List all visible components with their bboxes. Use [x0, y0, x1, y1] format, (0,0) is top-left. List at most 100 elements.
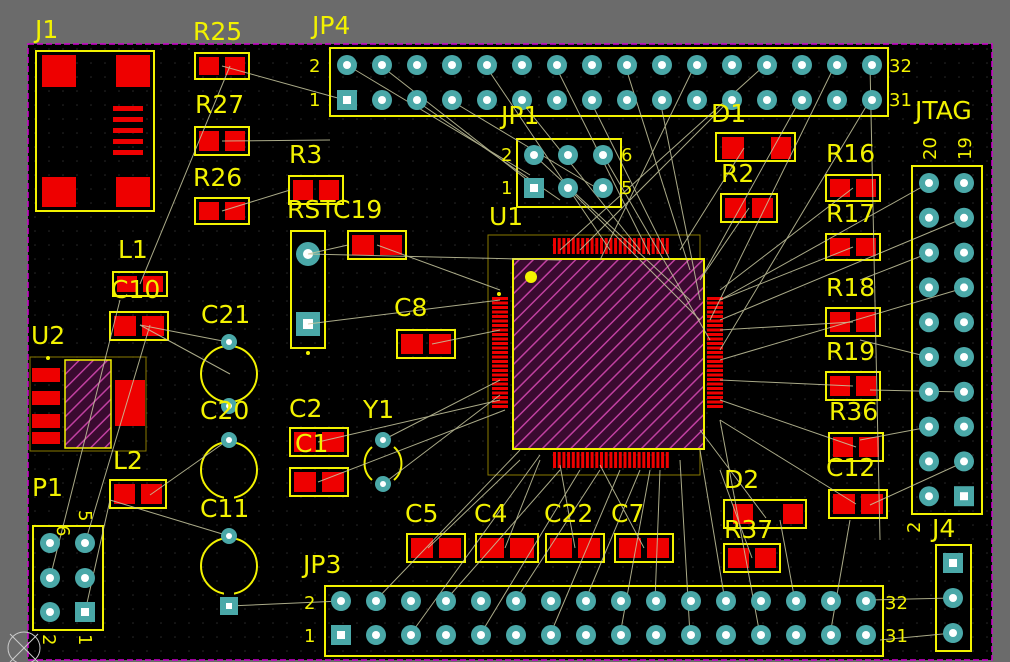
jp3-pad[interactable] — [821, 591, 841, 611]
r17-resistor[interactable] — [825, 233, 881, 261]
p1-pad[interactable] — [40, 602, 60, 622]
c19-capacitor[interactable] — [347, 230, 407, 260]
jp3-pad[interactable] — [751, 591, 771, 611]
jp1-pad[interactable] — [593, 178, 613, 198]
jp4-pad[interactable] — [862, 55, 882, 75]
th-small-pad[interactable] — [221, 334, 237, 350]
u1-qfp-chip[interactable] — [487, 234, 723, 476]
jp3-pad[interactable] — [366, 625, 386, 645]
jp4-pad[interactable] — [617, 90, 637, 110]
th-small-pad[interactable] — [221, 398, 237, 414]
jp4-pad[interactable] — [827, 55, 847, 75]
jp4-pad[interactable] — [372, 55, 392, 75]
jp4-pad[interactable] — [442, 90, 462, 110]
jtag-pad[interactable] — [919, 347, 939, 367]
jp3-pad[interactable] — [646, 591, 666, 611]
p1-pad[interactable] — [75, 533, 95, 553]
jp4-pad[interactable] — [757, 55, 777, 75]
p1-pad[interactable] — [40, 568, 60, 588]
jp3-pad[interactable] — [856, 591, 876, 611]
jp3-pad[interactable] — [436, 591, 456, 611]
jtag-pad[interactable] — [919, 381, 939, 402]
jtag-pad[interactable] — [954, 173, 974, 193]
c5-capacitor[interactable] — [406, 533, 466, 563]
r3-resistor[interactable] — [288, 175, 344, 205]
jp3-pad[interactable] — [401, 625, 421, 645]
c11-square-pad[interactable] — [220, 597, 238, 615]
jp4-pad[interactable] — [337, 55, 357, 75]
jp1-pad-1[interactable] — [524, 178, 544, 198]
th-small-pad[interactable] — [375, 432, 391, 448]
jtag-pad[interactable] — [954, 242, 974, 263]
jp4-pad[interactable] — [792, 55, 812, 75]
jtag-pad[interactable] — [954, 451, 974, 472]
jtag-pad[interactable] — [954, 277, 974, 298]
p1-pad-1[interactable] — [75, 602, 95, 622]
jp4-pad[interactable] — [582, 55, 602, 75]
jp4-pad[interactable] — [547, 90, 567, 110]
jp3-pad[interactable] — [331, 591, 351, 611]
jp1-pad[interactable] — [593, 145, 613, 165]
jp3-pad[interactable] — [436, 625, 456, 645]
r18-resistor[interactable] — [825, 307, 881, 337]
p1-pad[interactable] — [40, 533, 60, 553]
jp4-pad[interactable] — [407, 90, 427, 110]
jp4-pad[interactable] — [722, 90, 742, 110]
c7-capacitor[interactable] — [614, 533, 674, 563]
jp3-pad[interactable] — [401, 591, 421, 611]
jp4-pad[interactable] — [372, 90, 392, 110]
jp3-pad[interactable] — [716, 625, 736, 645]
jtag-pad[interactable] — [919, 173, 939, 193]
jtag-pad[interactable] — [919, 277, 939, 298]
jp4-pad[interactable] — [792, 90, 812, 110]
jp3-pad[interactable] — [541, 591, 561, 611]
jp4-pad[interactable] — [582, 90, 602, 110]
jtag-pad[interactable] — [919, 416, 939, 437]
u2-regulator[interactable] — [29, 356, 147, 452]
c22-capacitor[interactable] — [545, 533, 605, 563]
jp4-pad[interactable] — [687, 90, 707, 110]
j4-pad[interactable] — [943, 623, 963, 643]
jp3-pad[interactable] — [611, 625, 631, 645]
jp4-pad[interactable] — [442, 55, 462, 75]
jp3-pad-1[interactable] — [331, 625, 351, 645]
jp3-pad[interactable] — [471, 591, 491, 611]
jp4-pad[interactable] — [477, 55, 497, 75]
jtag-pad[interactable] — [954, 416, 974, 437]
jp3-pad[interactable] — [541, 625, 561, 645]
jp4-pad[interactable] — [407, 55, 427, 75]
jp4-pad[interactable] — [652, 90, 672, 110]
jtag-pad[interactable] — [954, 381, 974, 402]
jtag-pad[interactable] — [954, 207, 974, 228]
jp4-pad[interactable] — [477, 90, 497, 110]
r36-resistor[interactable] — [828, 432, 884, 462]
th-small-pad[interactable] — [375, 476, 391, 492]
jp1-pad[interactable] — [524, 145, 544, 165]
p1-pad[interactable] — [75, 568, 95, 588]
l1-inductor[interactable] — [112, 271, 168, 297]
c8-capacitor[interactable] — [396, 329, 456, 359]
jp3-pad[interactable] — [786, 591, 806, 611]
y1-crystal[interactable] — [363, 446, 403, 481]
jp3-pad[interactable] — [681, 591, 701, 611]
j1-usb-connector[interactable] — [35, 50, 155, 212]
jp1-pad[interactable] — [558, 145, 578, 165]
jp3-pad[interactable] — [576, 625, 596, 645]
jp4-pad-1[interactable] — [337, 90, 357, 110]
jtag-pad[interactable] — [919, 207, 939, 228]
jp4-pad[interactable] — [827, 90, 847, 110]
jp1-pad[interactable] — [558, 178, 578, 198]
jp3-pad[interactable] — [611, 591, 631, 611]
jtag-pad[interactable] — [919, 451, 939, 472]
jp4-pad[interactable] — [512, 55, 532, 75]
jtag-pad[interactable] — [954, 312, 974, 333]
r16-resistor[interactable] — [825, 174, 881, 202]
jtag-pad[interactable] — [954, 347, 974, 367]
j4-pad[interactable] — [943, 588, 963, 608]
jp4-pad[interactable] — [862, 90, 882, 110]
th-small-pad[interactable] — [221, 528, 237, 544]
jp4-pad[interactable] — [757, 90, 777, 110]
th-small-pad[interactable] — [221, 432, 237, 448]
jtag-pad[interactable] — [919, 486, 939, 507]
